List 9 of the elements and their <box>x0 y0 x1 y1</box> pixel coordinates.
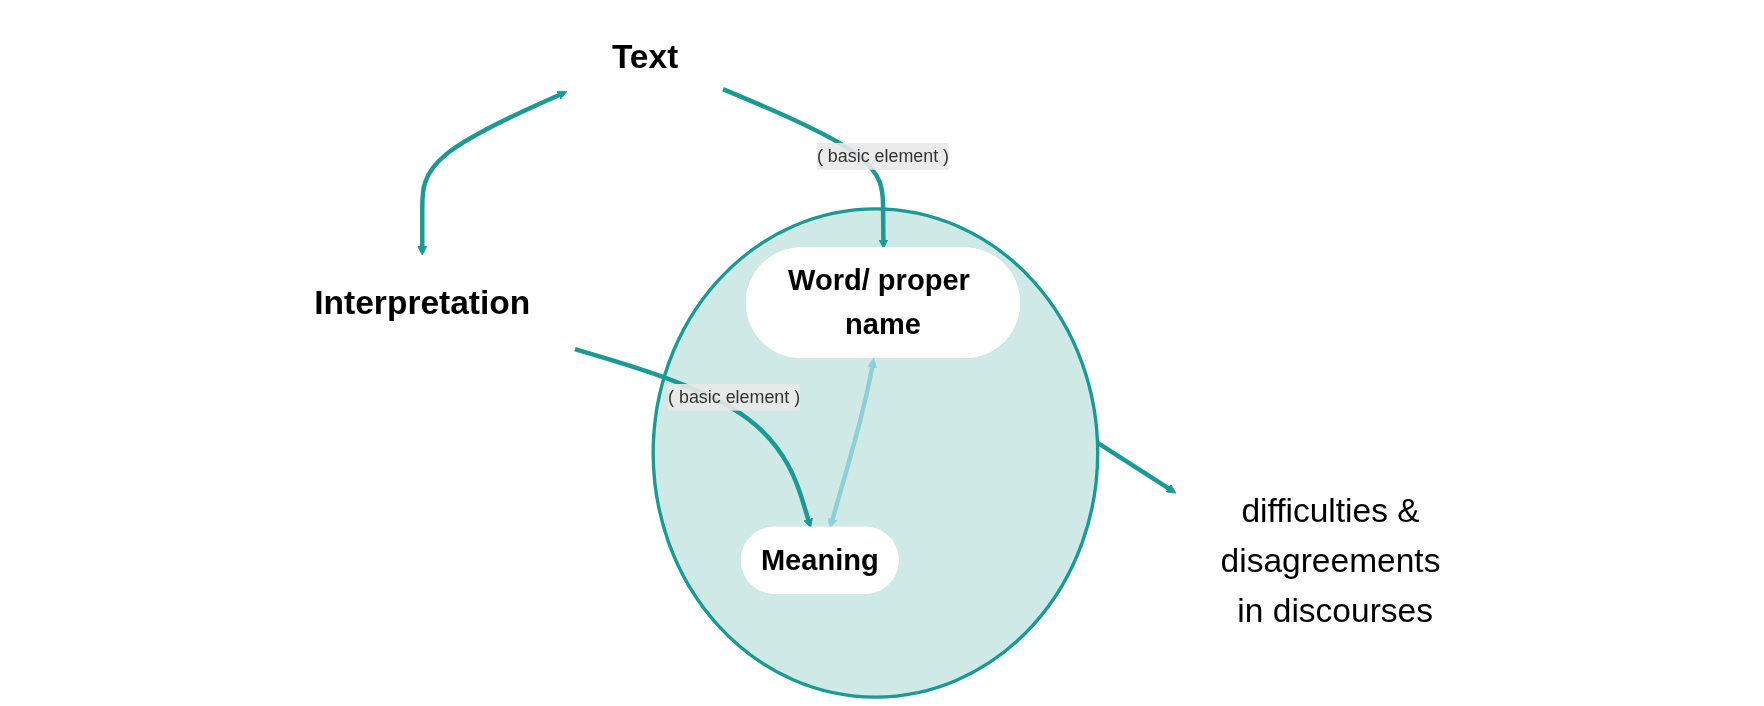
node-text: Interpretation <box>314 284 531 322</box>
edge-label: ( basic element ) <box>816 146 950 166</box>
arrow <box>827 358 877 529</box>
edge-label: ( basic element ) <box>668 387 801 407</box>
arrow <box>417 90 568 256</box>
arrow <box>1096 441 1177 494</box>
node-text: Text <box>611 37 679 75</box>
node-text: difficulties & disagreements in discourses <box>1220 491 1441 629</box>
arrow <box>574 346 813 529</box>
